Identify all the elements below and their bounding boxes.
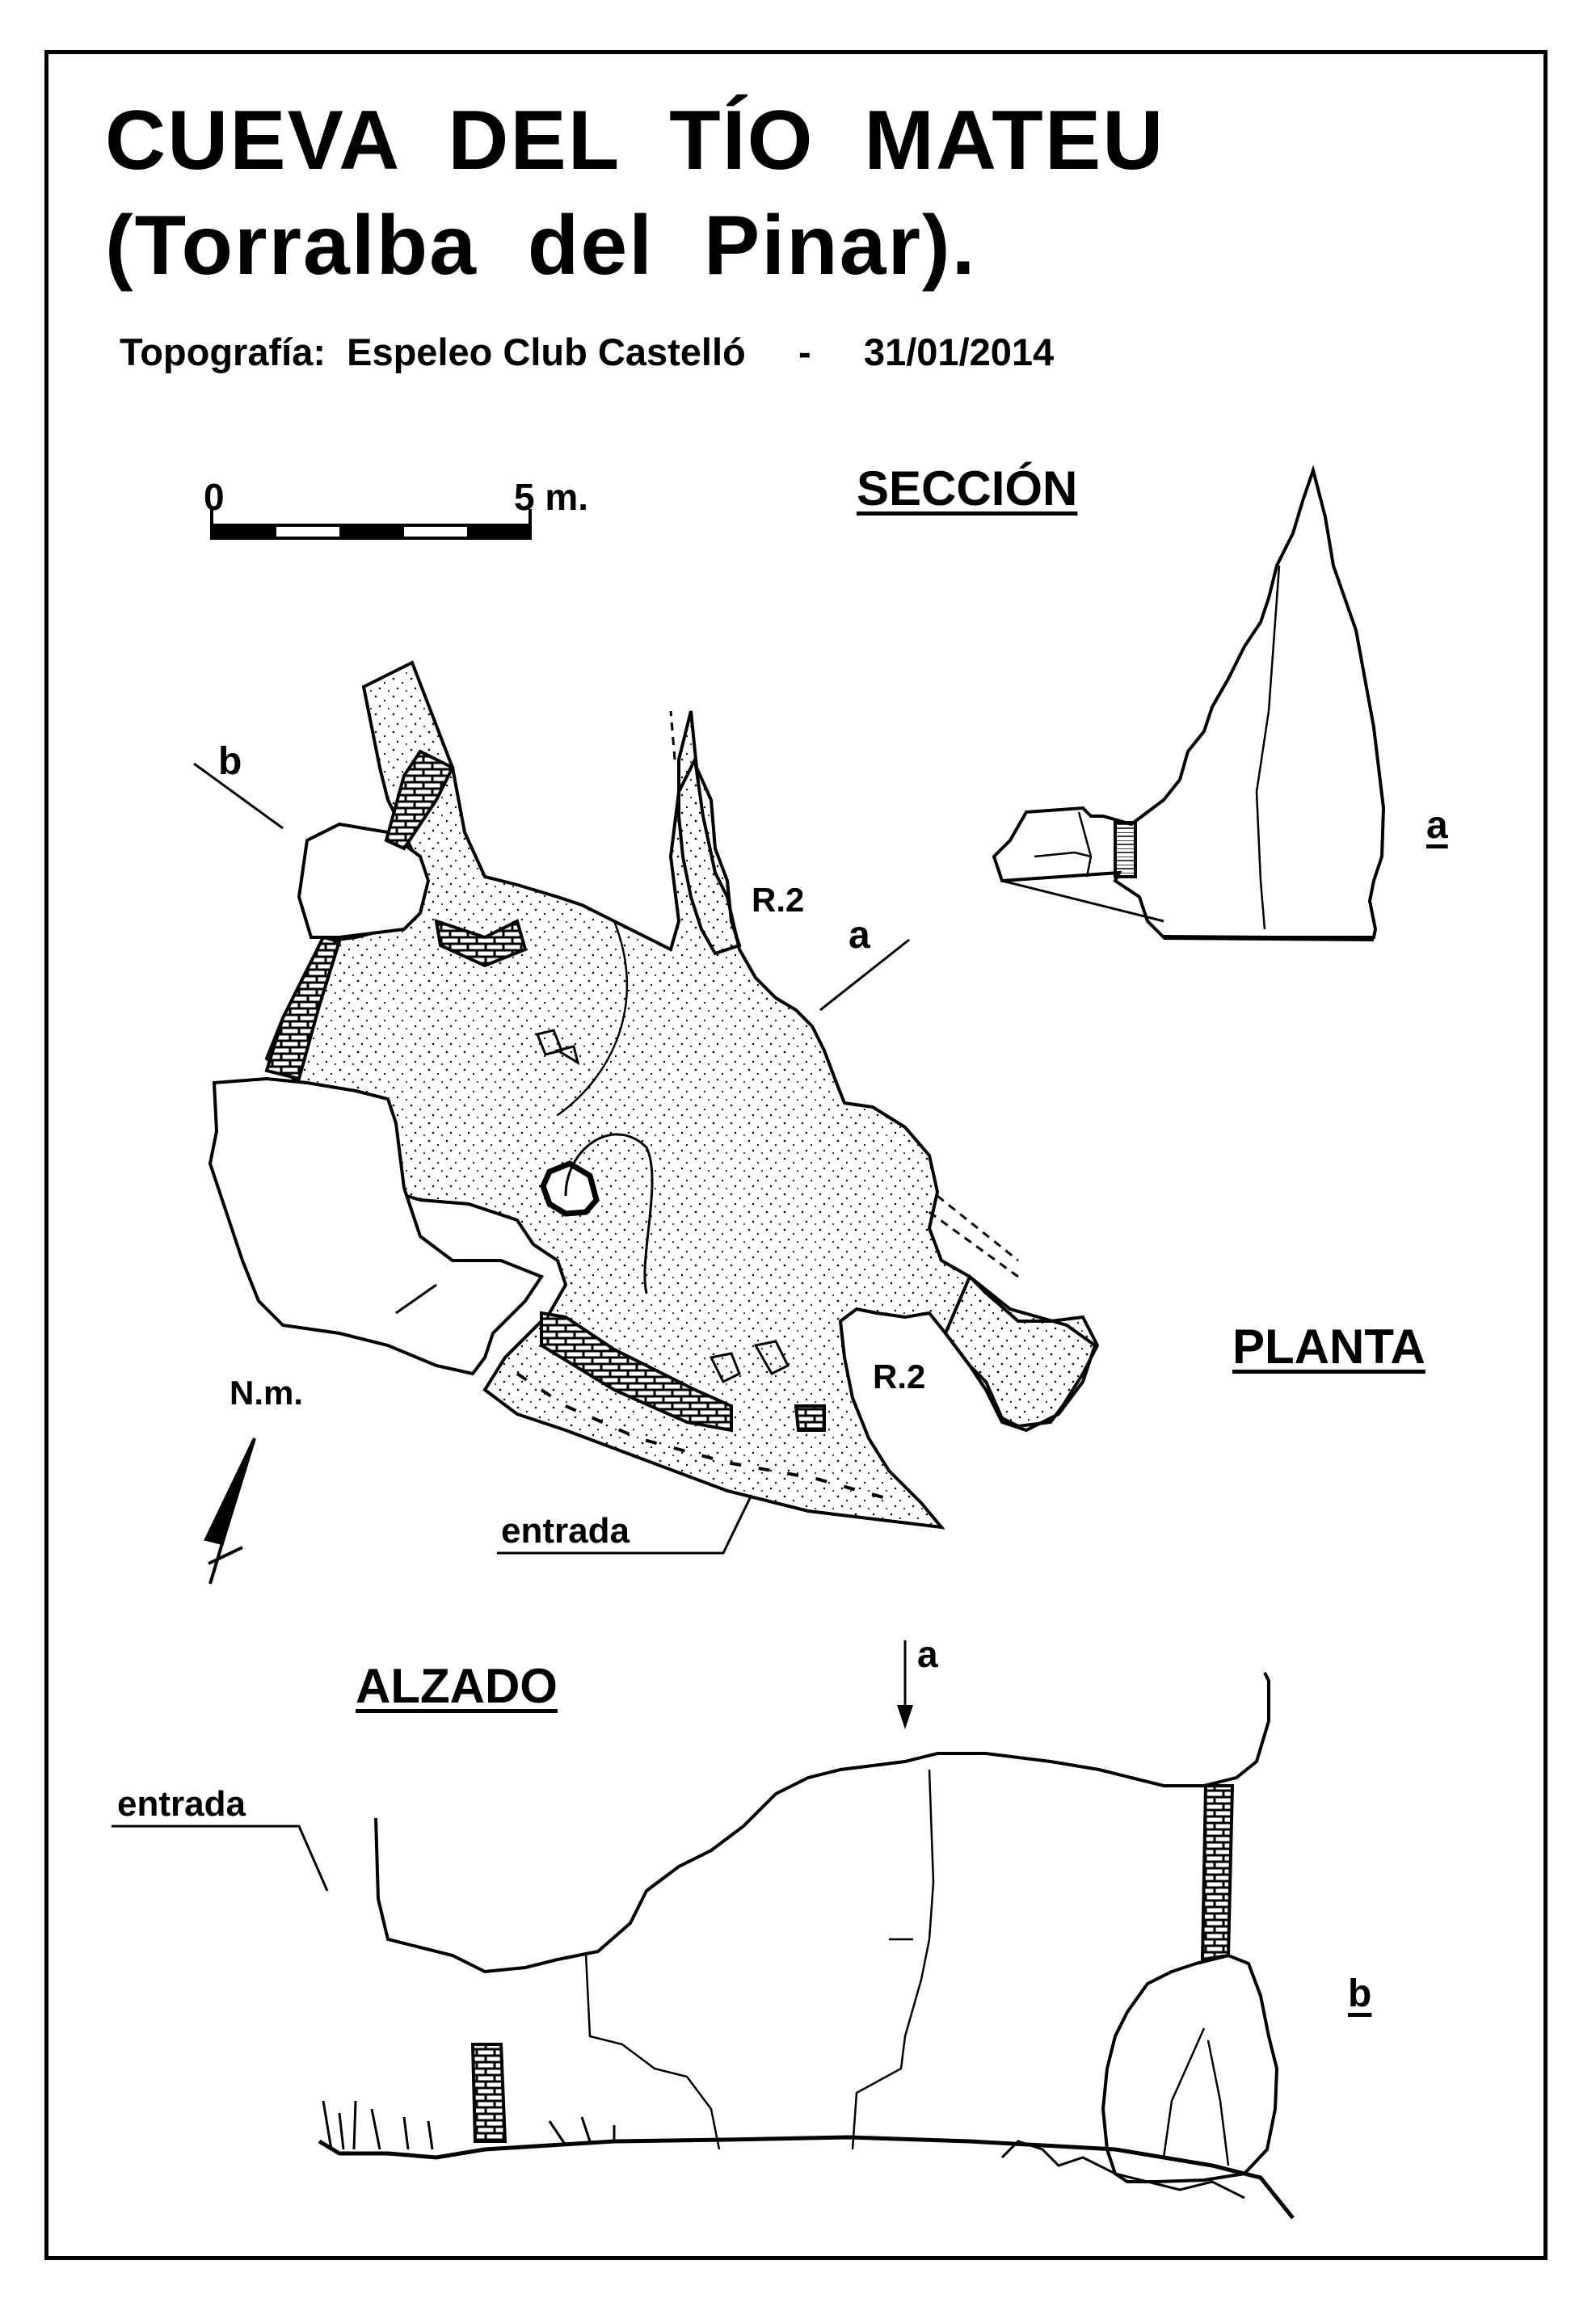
plan-heading: PLANTA bbox=[1232, 1320, 1425, 1374]
section-heading: SECCIÓN bbox=[857, 461, 1078, 516]
entrada-elevation-label: entrada bbox=[117, 1784, 246, 1824]
elevation-heading: ALZADO bbox=[356, 1659, 558, 1713]
section-profile bbox=[992, 465, 1386, 941]
elevation-b-label: b bbox=[1348, 1972, 1372, 2015]
section-a-label: a bbox=[1426, 804, 1448, 847]
plan-view bbox=[193, 660, 1100, 1555]
plan-a-label: a bbox=[849, 914, 870, 957]
elevation-view bbox=[112, 1640, 1295, 2220]
entrada-plan-label: entrada bbox=[501, 1511, 630, 1551]
scale-bar bbox=[210, 509, 532, 540]
elevation-a-label: a bbox=[917, 1633, 938, 1675]
plan-b-label: b bbox=[218, 740, 242, 783]
r2-top-label: R.2 bbox=[752, 881, 805, 919]
page-subtitle: (Torralba del Pinar). bbox=[105, 199, 977, 293]
r2-bottom-label: R.2 bbox=[873, 1358, 926, 1395]
scale-start-label: 0 bbox=[204, 476, 225, 518]
scale-end-label: 5 m. bbox=[514, 476, 589, 518]
north-label: N.m. bbox=[230, 1374, 304, 1412]
page-title: CUEVA DEL TÍO MATEU bbox=[105, 94, 1165, 187]
survey-credit: Topografía: Espeleo Club Castelló - 31/0… bbox=[120, 330, 1055, 373]
north-arrow bbox=[204, 1438, 256, 1585]
drawing-frame bbox=[44, 50, 1548, 2260]
